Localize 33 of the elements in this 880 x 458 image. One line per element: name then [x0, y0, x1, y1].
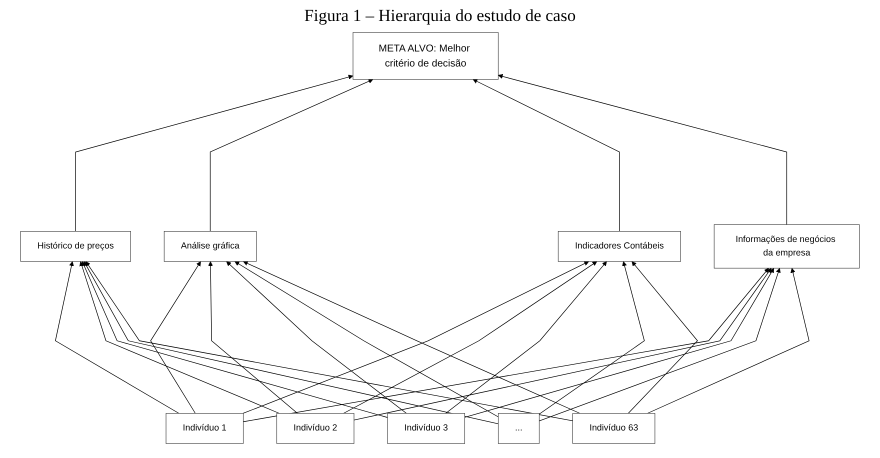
node-box: Indivíduo 3	[387, 413, 466, 444]
arrow	[226, 261, 407, 414]
arrow	[445, 261, 607, 414]
figure-title: Figura 1 – Hierarquia do estudo de caso	[303, 6, 577, 26]
node-box: Indivíduo 2	[276, 413, 354, 444]
arrow	[150, 261, 201, 414]
arrow	[354, 268, 772, 420]
node-box: Análise gráfica	[164, 231, 257, 262]
arrow	[647, 268, 810, 414]
node-box: ...	[498, 413, 540, 444]
node-box: META ALVO: Melhor critério de decisão	[352, 32, 498, 80]
arrow	[80, 261, 280, 414]
arrow	[234, 261, 499, 418]
arrow	[55, 261, 180, 414]
arrow	[75, 74, 354, 232]
node-box: Indivíduo 1	[166, 413, 244, 444]
node-box: Indicadores Contábeis	[558, 231, 681, 262]
arrow	[343, 261, 598, 414]
arrow	[464, 268, 774, 418]
arrow	[84, 261, 499, 424]
arrow	[242, 268, 769, 422]
arrow	[208, 261, 298, 414]
arrow	[538, 268, 781, 422]
node-box: Histórico de preços	[20, 231, 131, 262]
node-box: Indivíduo 63	[572, 413, 656, 444]
arrow	[498, 74, 788, 225]
node-box: Informações de negócios da empresa	[714, 224, 860, 268]
arrow	[210, 78, 374, 232]
arrow	[472, 79, 620, 232]
arrow	[86, 261, 574, 422]
arrow	[538, 261, 645, 414]
arrow	[82, 261, 388, 418]
arrow	[628, 261, 698, 414]
